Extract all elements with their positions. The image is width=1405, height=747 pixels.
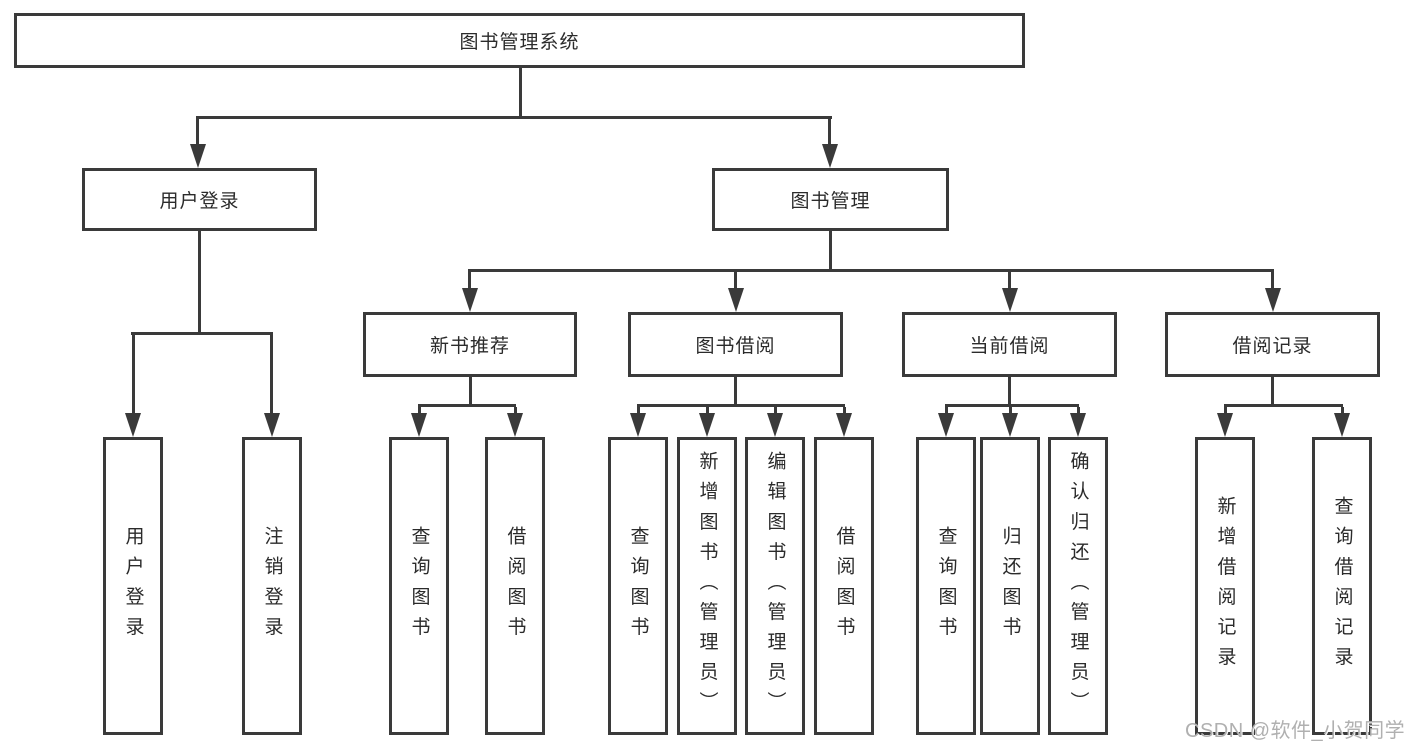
leaf-add-book-admin: 新增图书（管理员） <box>677 437 737 735</box>
arrow-down-icon <box>728 288 744 312</box>
node-book-management: 图书管理 <box>712 168 949 231</box>
leaf-add-borrow-record: 新增借阅记录 <box>1195 437 1255 735</box>
arrow-down-icon <box>1002 413 1018 437</box>
leaf-label: 查询图书 <box>935 525 957 647</box>
connector-line <box>198 231 201 335</box>
leaf-label: 借阅图书 <box>833 525 855 647</box>
node-label: 图书管理系统 <box>459 32 580 53</box>
leaf-query-books: 查询图书 <box>608 437 668 735</box>
leaf-query-borrow-record: 查询借阅记录 <box>1312 437 1372 735</box>
leaf-borrow-books: 借阅图书 <box>814 437 874 735</box>
leaf-return-books: 归还图书 <box>980 437 1040 735</box>
connector-line <box>828 119 831 146</box>
connector-line <box>945 407 948 415</box>
connector-line <box>514 407 517 415</box>
leaf-label: 查询图书 <box>408 525 430 647</box>
connector-line <box>270 335 273 415</box>
leaf-query-books: 查询图书 <box>389 437 449 735</box>
connector-line <box>637 407 640 415</box>
node-label: 图书管理 <box>790 191 871 212</box>
leaf-user-login: 用户登录 <box>103 437 163 735</box>
leaf-label: 注销登录 <box>261 525 283 647</box>
connector-line <box>1271 272 1274 290</box>
leaf-label: 借阅图书 <box>504 525 526 647</box>
connector-line <box>843 407 846 415</box>
leaf-label: 新增图书（管理员） <box>696 450 718 722</box>
arrow-down-icon <box>1217 413 1233 437</box>
arrow-down-icon <box>1334 413 1350 437</box>
arrow-down-icon <box>836 413 852 437</box>
node-label: 新书推荐 <box>429 336 510 357</box>
leaf-query-books: 查询图书 <box>916 437 976 735</box>
leaf-borrow-books: 借阅图书 <box>485 437 545 735</box>
connector-line <box>734 377 737 406</box>
connector-line <box>734 272 737 290</box>
connector-line <box>418 404 516 407</box>
connector-line <box>468 269 1274 272</box>
connector-line <box>637 404 845 407</box>
connector-line <box>945 404 1079 407</box>
connector-line <box>1341 407 1344 415</box>
arrow-down-icon <box>767 413 783 437</box>
connector-line <box>1009 407 1012 415</box>
node-label: 用户登录 <box>159 191 240 212</box>
connector-line <box>519 68 522 118</box>
leaf-label: 查询借阅记录 <box>1331 495 1353 677</box>
arrow-down-icon <box>699 413 715 437</box>
leaf-label: 归还图书 <box>999 525 1021 647</box>
arrow-down-icon <box>190 144 206 168</box>
connector-line <box>1077 407 1080 415</box>
node-label: 图书借阅 <box>695 336 776 357</box>
csdn-watermark: CSDN @软件_小贺同学 <box>1185 720 1405 742</box>
leaf-label: 新增借阅记录 <box>1214 495 1236 677</box>
leaf-label: 确认归还（管理员） <box>1067 450 1089 722</box>
leaf-label: 用户登录 <box>122 525 144 647</box>
arrow-down-icon <box>1070 413 1086 437</box>
leaf-label: 查询图书 <box>627 525 649 647</box>
connector-line <box>1224 407 1227 415</box>
node-user-login: 用户登录 <box>82 168 317 231</box>
arrow-down-icon <box>1002 288 1018 312</box>
connector-line <box>131 332 273 335</box>
arrow-down-icon <box>938 413 954 437</box>
leaf-label: 编辑图书（管理员） <box>764 450 786 722</box>
leaf-logout: 注销登录 <box>242 437 302 735</box>
node-library-management-system: 图书管理系统 <box>14 13 1025 68</box>
connector-line <box>829 231 832 272</box>
connector-line <box>706 407 709 415</box>
connector-line <box>196 119 199 146</box>
connector-line <box>1008 272 1011 290</box>
connector-line <box>132 335 135 415</box>
arrow-down-icon <box>411 413 427 437</box>
connector-line <box>774 407 777 415</box>
arrow-down-icon <box>1265 288 1281 312</box>
connector-line <box>418 407 421 415</box>
arrow-down-icon <box>630 413 646 437</box>
leaf-confirm-return-admin: 确认归还（管理员） <box>1048 437 1108 735</box>
node-label: 借阅记录 <box>1232 336 1313 357</box>
connector-line <box>468 272 471 290</box>
arrow-down-icon <box>462 288 478 312</box>
node-label: 当前借阅 <box>969 336 1050 357</box>
node-current-borrowing: 当前借阅 <box>902 312 1117 377</box>
arrow-down-icon <box>264 413 280 437</box>
arrow-down-icon <box>822 144 838 168</box>
arrow-down-icon <box>125 413 141 437</box>
connector-line <box>1224 404 1343 407</box>
node-borrowing-records: 借阅记录 <box>1165 312 1380 377</box>
node-book-borrowing: 图书借阅 <box>628 312 843 377</box>
leaf-edit-book-admin: 编辑图书（管理员） <box>745 437 805 735</box>
connector-line <box>1271 377 1274 406</box>
node-new-book-recommendation: 新书推荐 <box>363 312 577 377</box>
connector-line <box>469 377 472 406</box>
arrow-down-icon <box>507 413 523 437</box>
connector-line <box>196 116 832 119</box>
connector-line <box>1008 377 1011 406</box>
